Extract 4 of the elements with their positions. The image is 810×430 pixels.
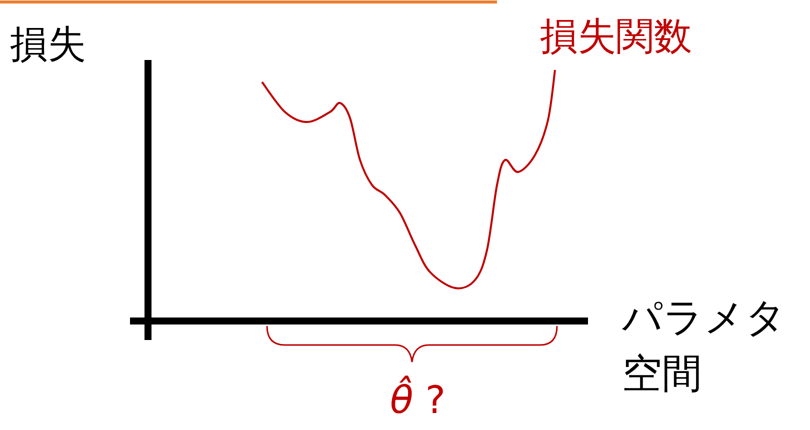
axis-label: 損失 <box>10 21 86 68</box>
curve-label: 損失関数 <box>540 13 692 60</box>
parameter-label: θ̂ ? <box>390 376 446 424</box>
axis-label: パラメタ空間 <box>622 294 787 399</box>
